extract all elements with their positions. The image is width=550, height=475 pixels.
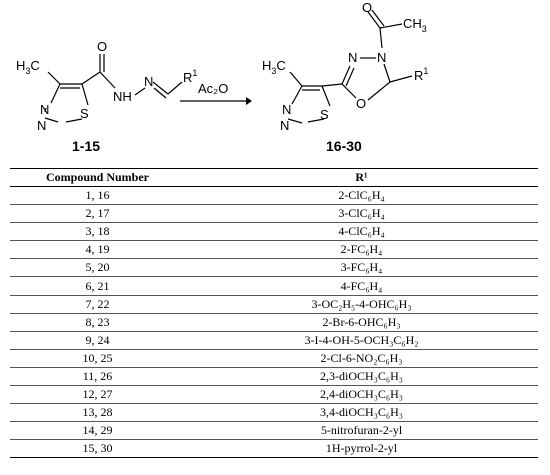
compound-number-cell: 9, 24 (85, 332, 110, 347)
compound-number-cell: 4, 19 (85, 242, 110, 257)
table-header-row: Compound Number R¹ (10, 168, 538, 187)
n-atom-label: N (282, 102, 291, 117)
table-row: 13, 28 3,4-diOCH₃C₆H₃ (10, 404, 538, 422)
n-atom-label: N (144, 74, 153, 89)
r1-label: R1 (414, 66, 428, 83)
r1-cell: 2-ClC₆H₄ (338, 188, 385, 203)
n-atom-label: N (40, 102, 49, 117)
r1-cell: 3-I-4-OH-5-OCH₃C₆H₂ (304, 332, 419, 347)
table-row: 6, 21 4-FC₆H₄ (10, 277, 538, 296)
r1-cell: 2-FC₆H₄ (340, 242, 383, 257)
compound-number-cell: 11, 26 (82, 368, 113, 383)
compound-number-header: Compound Number (45, 170, 150, 184)
table-row: 10, 25 2-Cl-6-NO₂C₆H₃ (10, 349, 538, 368)
nh-label: NH (113, 89, 132, 104)
r1-cell: 1H-pyrrol-2-yl (325, 441, 398, 456)
n-atom-label: N (348, 50, 357, 65)
r1-cell: 2,3-diOCH₃C₆H₃ (320, 368, 403, 383)
r1-cell: 4-ClC₆H₄ (338, 224, 385, 239)
table-row: 3, 18 4-ClC₆H₄ (10, 223, 538, 241)
r1-cell: 5-nitrofuran-2-yl (320, 423, 403, 438)
table-row: 5, 20 3-FC₆H₄ (10, 259, 538, 277)
r1-cell: 3-FC₆H₄ (340, 260, 383, 275)
n-atom-label: N (37, 118, 46, 133)
compound-number-cell: 10, 25 (82, 350, 113, 365)
o-atom-label: O (97, 39, 107, 54)
compound-number-cell: 6, 21 (85, 278, 110, 293)
o-atom-label: O (362, 0, 372, 15)
compound-number-cell: 2, 17 (85, 206, 110, 221)
compound-number-cell: 14, 29 (82, 423, 113, 438)
table-body: 1, 16 2-ClC₆H₄ 2, 17 3-ClC₆H₄ 3, 18 4-ClC₆H₄ 4… (10, 187, 538, 458)
table-row: 4, 19 2-FC₆H₄ (10, 241, 538, 259)
reagent-label: Ac₂O (198, 81, 228, 96)
r1-cell: 2-Br-6-OHC₆H₃ (322, 314, 401, 329)
reaction-arrow (180, 97, 252, 105)
product-structure: H3C N N S N N O R1 O CH3 (262, 0, 428, 133)
reaction-scheme: H3C N N S O NH N R1 1-15 Ac₂O (16, 0, 428, 154)
table-row: 14, 29 5-nitrofuran-2-yl (10, 422, 538, 440)
s-atom-label: S (320, 107, 329, 122)
ch3-label: CH3 (403, 16, 427, 34)
table-row: 11, 26 2,3-diOCH₃C₆H₃ (10, 367, 538, 386)
r1-label: R1 (183, 68, 197, 85)
compound-number-cell: 13, 28 (82, 405, 113, 420)
compound-number-cell: 1, 16 (85, 188, 110, 203)
r1-cell: 3-ClC₆H₄ (338, 206, 385, 221)
r1-cell: 3,4-diOCH₃C₆H₃ (320, 405, 403, 420)
table-row: 15, 30 1H-pyrrol-2-yl (10, 440, 538, 458)
reactant-structure: H3C N N S O NH N R1 (16, 39, 197, 133)
r1-cell: 4-FC₆H₄ (340, 278, 383, 293)
substituent-table: Compound Number R¹ 1, 16 2-ClC₆H₄ 2, 17 3-C… (10, 168, 538, 458)
n-atom-label: N (280, 118, 289, 133)
compound-number-cell: 12, 27 (82, 387, 113, 402)
product-compound-label: 16-30 (326, 138, 362, 154)
r1-cell: 2-Cl-6-NO₂C₆H₃ (320, 350, 403, 365)
compound-number-cell: 15, 30 (82, 441, 113, 456)
table-row: 1, 16 2-ClC₆H₄ (10, 187, 538, 205)
table-row: 8, 23 2-Br-6-OHC₆H₃ (10, 313, 538, 332)
table-row: 12, 27 2,4-diOCH₃C₆H₃ (10, 386, 538, 404)
s-atom-label: S (80, 106, 89, 121)
methyl-label: H3C (262, 58, 286, 76)
compound-number-cell: 8, 23 (85, 314, 110, 329)
compound-number-cell: 5, 20 (85, 260, 110, 275)
compound-number-cell: 7, 22 (85, 296, 110, 311)
table-row: 2, 17 3-ClC₆H₄ (10, 205, 538, 223)
r1-header: R¹ (355, 170, 368, 184)
r1-cell: 3-OC₂H₅-4-OHC₆H₃ (311, 296, 412, 311)
table-row: 9, 24 3-I-4-OH-5-OCH₃C₆H₂ (10, 331, 538, 350)
o-atom-label: O (356, 96, 366, 111)
methyl-label: H3C (16, 58, 40, 76)
n-atom-label: N (377, 50, 386, 65)
table-row: 7, 22 3-OC₂H₅-4-OHC₆H₃ (10, 295, 538, 314)
compound-number-cell: 3, 18 (85, 224, 110, 239)
r1-cell: 2,4-diOCH₃C₆H₃ (320, 387, 403, 402)
reactant-compound-label: 1-15 (72, 138, 100, 154)
